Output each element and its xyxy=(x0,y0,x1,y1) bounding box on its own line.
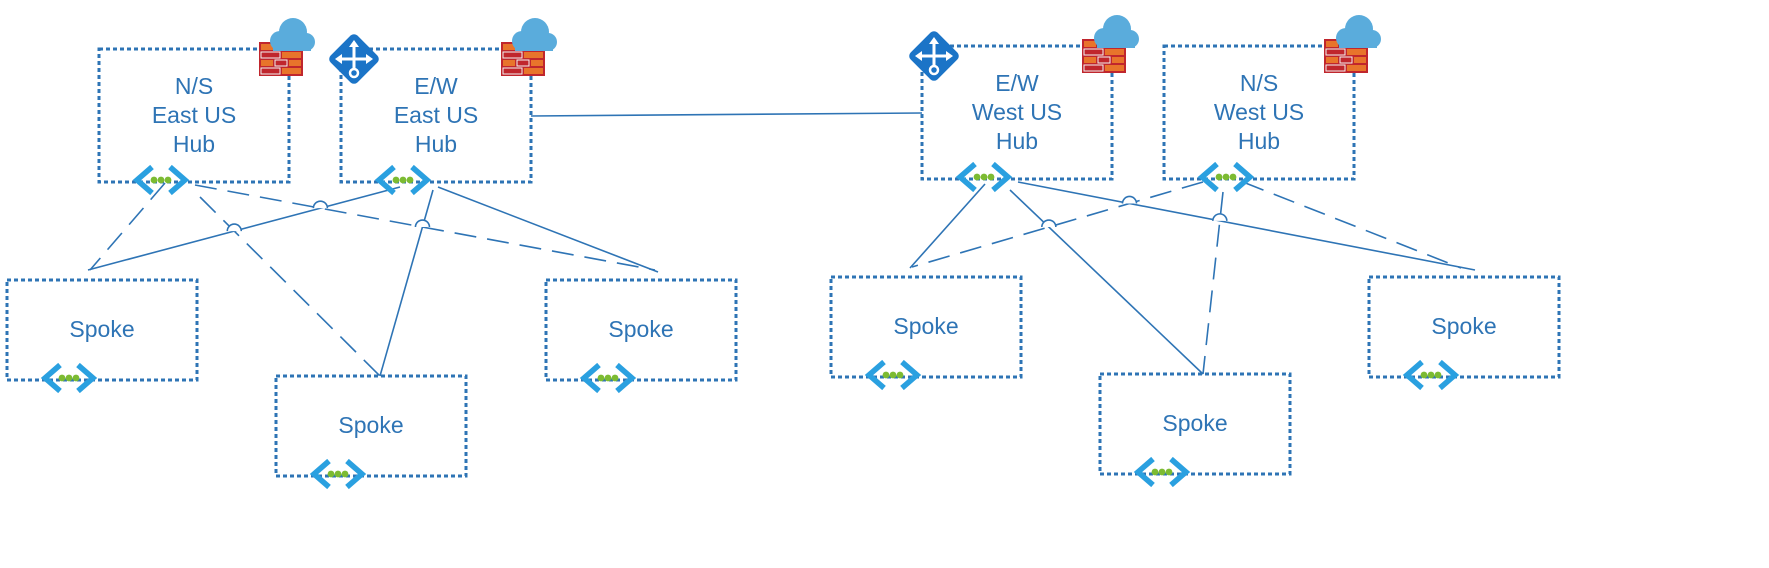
spoke-west-2-label: Spoke xyxy=(1162,410,1227,436)
spoke-east-2-box xyxy=(274,374,468,478)
hub-ns-west-line-3: Hub xyxy=(1238,128,1280,154)
link-ns-west-to-west-3 xyxy=(1242,181,1462,269)
spoke-west-3-label: Spoke xyxy=(1431,313,1496,339)
link-ew-east-to-east-2 xyxy=(379,189,434,377)
line-hop-1 xyxy=(312,200,329,209)
hub-ns-east-box xyxy=(97,47,291,184)
hub-ns-east: N/S East US Hub xyxy=(97,18,315,193)
hub-ns-west-box xyxy=(1162,44,1356,181)
spoke-west-3: Spoke xyxy=(1367,275,1561,388)
hub-ew-east-line-2: East US xyxy=(394,102,478,128)
hub-ns-west-line-1: N/S xyxy=(1240,70,1278,96)
router-icon xyxy=(325,30,383,88)
hub-ew-east-box xyxy=(339,47,533,184)
hub-ew-west-box xyxy=(920,44,1114,181)
link-ew-east-to-ew-west xyxy=(530,112,923,117)
vnet-icon xyxy=(45,365,93,391)
vnet-icon xyxy=(584,365,632,391)
hub-ns-west: N/S West US Hub xyxy=(1162,15,1381,190)
vnet-icon xyxy=(869,362,917,388)
line-hop-3 xyxy=(1041,219,1057,228)
vnet-icon xyxy=(1138,459,1186,485)
hub-ew-east: E/W East US Hub xyxy=(325,18,557,193)
vnet-icon xyxy=(1407,362,1455,388)
hub-ew-east-line-1: E/W xyxy=(414,73,458,99)
spoke-east-1: Spoke xyxy=(5,278,199,391)
line-hops xyxy=(226,195,1228,232)
link-ew-east-to-east-3 xyxy=(437,186,659,273)
link-ns-west-to-west-2 xyxy=(1202,191,1224,375)
spoke-west-1: Spoke xyxy=(829,275,1023,388)
router-icon xyxy=(905,27,963,85)
hub-ns-west-line-2: West US xyxy=(1214,99,1304,125)
spoke-east-1-box xyxy=(5,278,199,382)
vnet-icon xyxy=(314,461,362,487)
vnet-icon xyxy=(379,167,427,193)
link-ns-east-to-east-3 xyxy=(194,184,656,271)
spoke-east-3: Spoke xyxy=(544,278,738,391)
link-ew-west-to-west-2 xyxy=(1009,189,1204,375)
spoke-east-1-label: Spoke xyxy=(69,316,134,342)
hub-ns-east-line-2: East US xyxy=(152,102,236,128)
hub-ew-west: E/W West US Hub xyxy=(905,15,1139,190)
link-ew-west-to-west-3 xyxy=(1017,181,1476,271)
hub-ew-east-line-3: Hub xyxy=(415,131,457,157)
spoke-east-3-label: Spoke xyxy=(608,316,673,342)
spoke-west-2: Spoke xyxy=(1098,372,1292,485)
hub-ns-east-line-1: N/S xyxy=(175,73,213,99)
spoke-west-3-box xyxy=(1367,275,1561,379)
spoke-east-3-box xyxy=(544,278,738,382)
link-ew-east-to-east-1 xyxy=(87,186,401,271)
hub-ew-west-line-3: Hub xyxy=(996,128,1038,154)
line-hop-2 xyxy=(414,219,431,228)
vnet-icon xyxy=(137,167,185,193)
cloud-icon xyxy=(1336,15,1381,48)
vnet-icon xyxy=(1202,164,1250,190)
spoke-west-1-label: Spoke xyxy=(893,313,958,339)
link-ns-west-to-west-1 xyxy=(911,181,1204,268)
spoke-east-2: Spoke xyxy=(274,374,468,487)
spoke-east-2-label: Spoke xyxy=(338,412,403,438)
link-ns-east-to-east-2 xyxy=(199,196,381,377)
spoke-west-1-box xyxy=(829,275,1023,379)
cloud-icon xyxy=(512,18,557,51)
line-hop-5 xyxy=(1212,213,1228,221)
line-hop-4 xyxy=(1121,195,1138,204)
link-ew-west-to-west-1 xyxy=(909,183,986,269)
hub-ew-west-line-2: West US xyxy=(972,99,1062,125)
cloud-icon xyxy=(1094,15,1139,48)
link-ns-east-to-east-1 xyxy=(89,182,166,271)
hub-ew-west-line-1: E/W xyxy=(995,70,1039,96)
line-hop-0 xyxy=(226,223,243,232)
spoke-west-2-box xyxy=(1098,372,1292,476)
cloud-icon xyxy=(270,18,315,51)
hub-ns-east-line-3: Hub xyxy=(173,131,215,157)
